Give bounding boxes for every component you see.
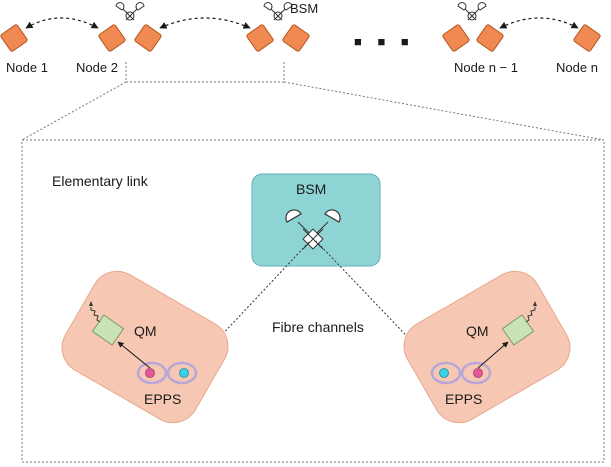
right-node: QM EPPS (403, 270, 571, 424)
right-qm-label: QM (466, 323, 489, 339)
left-qm-box (91, 314, 125, 346)
left-photon-cyan (179, 368, 189, 378)
fibre-channels-label: Fibre channels (272, 319, 364, 335)
node-n-1-left-square (442, 24, 470, 52)
right-epps-icon (430, 341, 509, 385)
mini-bsm-icon-2 (263, 2, 293, 21)
left-epps-label: EPPS (144, 391, 181, 407)
detector-left-icon (285, 209, 310, 234)
right-epps-label: EPPS (445, 391, 482, 407)
elementary-link-title: Elementary link (52, 173, 149, 189)
left-photon-pink (145, 368, 155, 378)
top-bsm-label: BSM (290, 1, 318, 16)
detector-right-icon (316, 209, 341, 234)
left-epps-icon (117, 341, 198, 385)
link-arrow-1 (25, 17, 99, 29)
node-1-square (0, 24, 28, 52)
bsm-box-label: BSM (296, 181, 326, 197)
right-photon-pink (473, 368, 483, 378)
link-arrow-3 (499, 17, 579, 29)
link-arrow-2 (159, 17, 251, 29)
left-qm-label: QM (134, 323, 157, 339)
node-3-right-square (282, 24, 310, 52)
left-node-blob (61, 270, 229, 424)
node-1-label: Node 1 (6, 60, 48, 75)
top-row: Node 1 Node 2 Node n − 1 Node n BSM ■ ■ … (0, 1, 601, 75)
right-qm-box (501, 314, 535, 346)
node-2-right-square (134, 24, 162, 52)
node-n-1-label: Node n − 1 (454, 60, 518, 75)
ellipsis-dots: ■ ■ ■ (354, 34, 415, 49)
zoom-indicator (21, 62, 605, 141)
left-emission-icon (90, 307, 101, 323)
right-emission-icon (525, 307, 536, 323)
bsm-box: BSM (251, 173, 381, 267)
node-3-left-square (246, 24, 274, 52)
mini-bsm-icon-3 (457, 2, 487, 21)
node-n-label: Node n (556, 60, 598, 75)
right-photon-cyan (439, 368, 449, 378)
node-n-square (573, 24, 601, 52)
node-2-left-square (98, 24, 126, 52)
mini-bsm-icon-1 (115, 2, 145, 21)
right-node-blob (403, 270, 571, 424)
node-n-1-right-square (476, 24, 504, 52)
node-2-label: Node 2 (76, 60, 118, 75)
left-node: QM EPPS (61, 270, 229, 424)
beam-splitter-icon (302, 228, 324, 250)
